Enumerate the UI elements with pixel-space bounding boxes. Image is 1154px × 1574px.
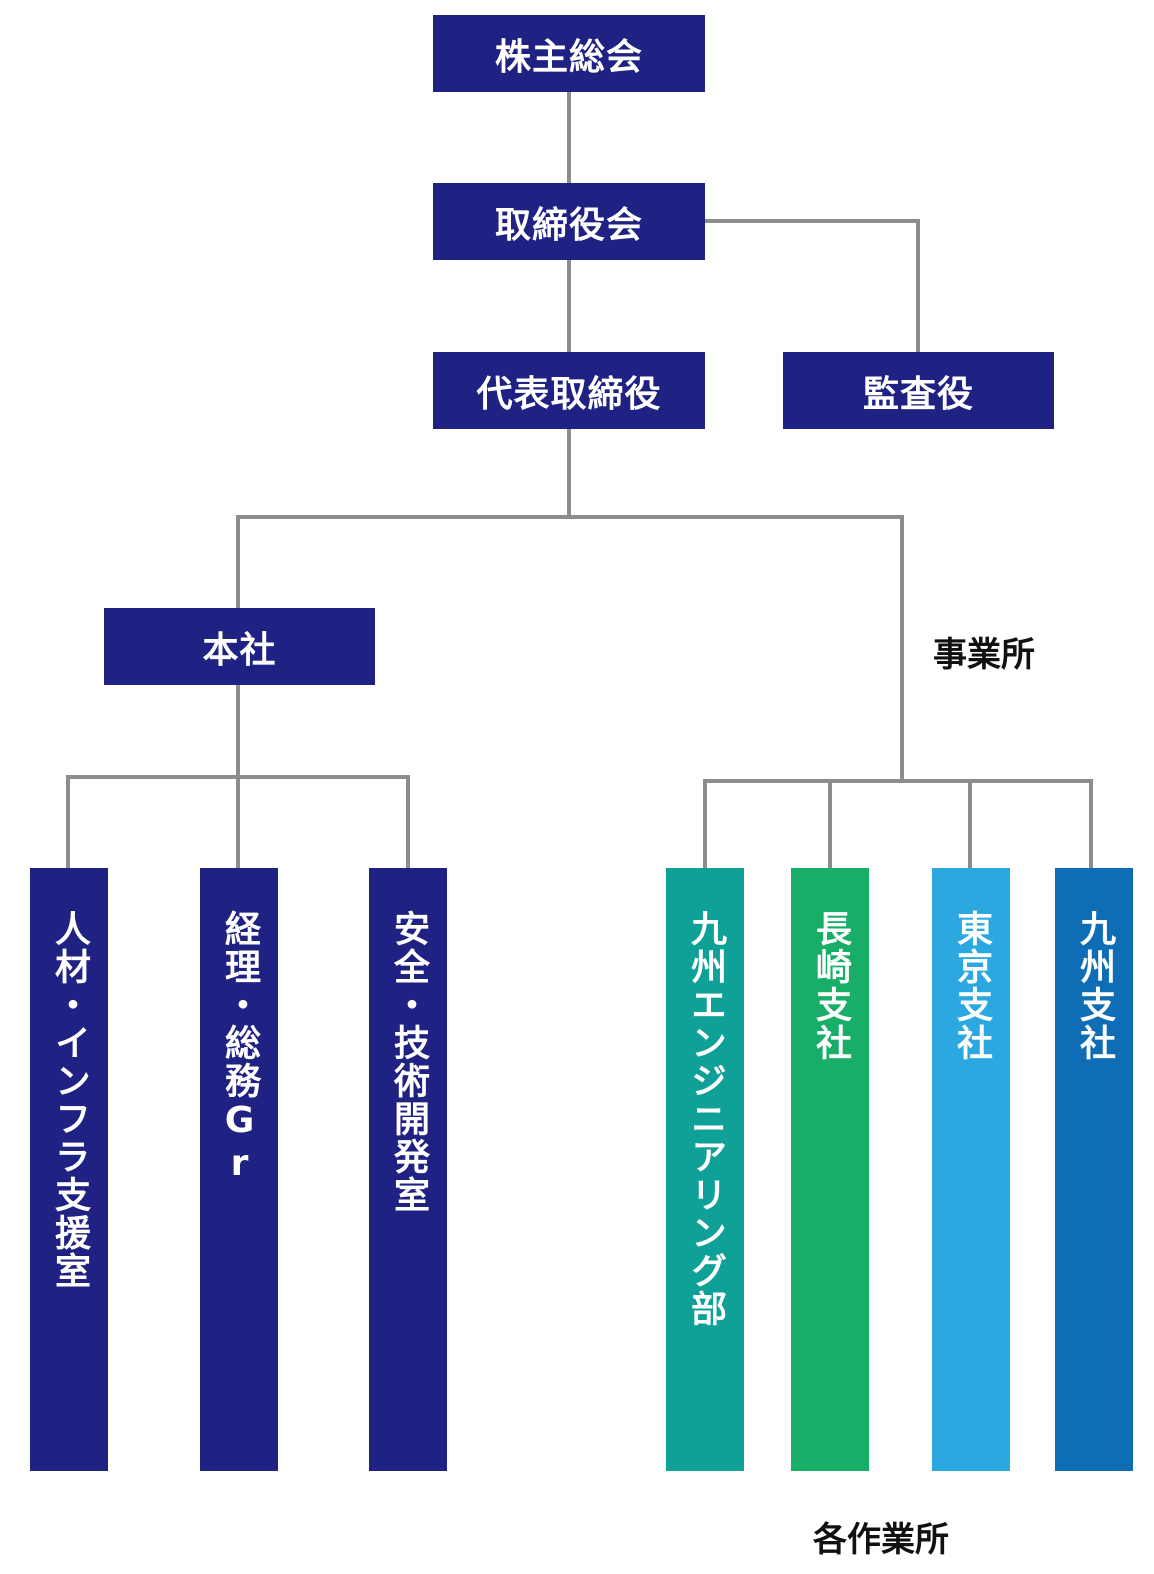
connector-line xyxy=(567,92,571,517)
branch-label: 東京支社 xyxy=(951,910,992,1062)
auditor-box: 監査役 xyxy=(783,352,1054,429)
connector-line xyxy=(236,515,240,608)
box-label: 取締役会 xyxy=(494,204,643,246)
connector-line xyxy=(828,779,832,868)
branch-label: 九州支社 xyxy=(1074,910,1115,1062)
branch-bar: 九州エンジニアリング部 xyxy=(666,868,744,1471)
connector-line xyxy=(703,779,707,868)
connector-line xyxy=(900,515,904,781)
connector-line xyxy=(968,779,972,868)
box-label: 本社 xyxy=(202,629,277,671)
connector-line xyxy=(705,219,920,223)
branch-bar: 長崎支社 xyxy=(791,868,869,1471)
department-bar: 安全・技術開発室 xyxy=(369,868,447,1471)
branch-label: 九州エンジニアリング部 xyxy=(685,910,726,1328)
connector-line xyxy=(703,779,1093,783)
box-label: 代表取締役 xyxy=(476,373,662,415)
connector-line xyxy=(916,219,920,352)
offices-label: 事業所 xyxy=(933,635,1035,675)
branch-bar: 九州支社 xyxy=(1055,868,1133,1471)
board-of-directors-box: 取締役会 xyxy=(433,183,705,260)
box-label: 監査役 xyxy=(862,373,974,415)
branch-bar: 東京支社 xyxy=(932,868,1010,1471)
connector-line xyxy=(406,775,410,868)
department-bar: 経理・総務Gr xyxy=(200,868,278,1471)
department-label: 人材・インフラ支援室 xyxy=(49,910,90,1290)
headquarters-box: 本社 xyxy=(104,608,375,685)
connector-line xyxy=(1089,779,1093,868)
connector-line xyxy=(66,775,410,779)
connector-line xyxy=(66,775,70,868)
branch-label: 長崎支社 xyxy=(810,910,851,1062)
box-label: 株主総会 xyxy=(494,36,643,78)
shareholders-meeting-box: 株主総会 xyxy=(433,15,705,92)
department-label: 安全・技術開発室 xyxy=(388,910,429,1214)
department-bar: 人材・インフラ支援室 xyxy=(30,868,108,1471)
connector-line xyxy=(236,515,904,519)
worksites-label: 各作業所 xyxy=(813,1520,949,1560)
department-label: 経理・総務Gr xyxy=(219,910,260,1186)
president-box: 代表取締役 xyxy=(433,352,705,429)
